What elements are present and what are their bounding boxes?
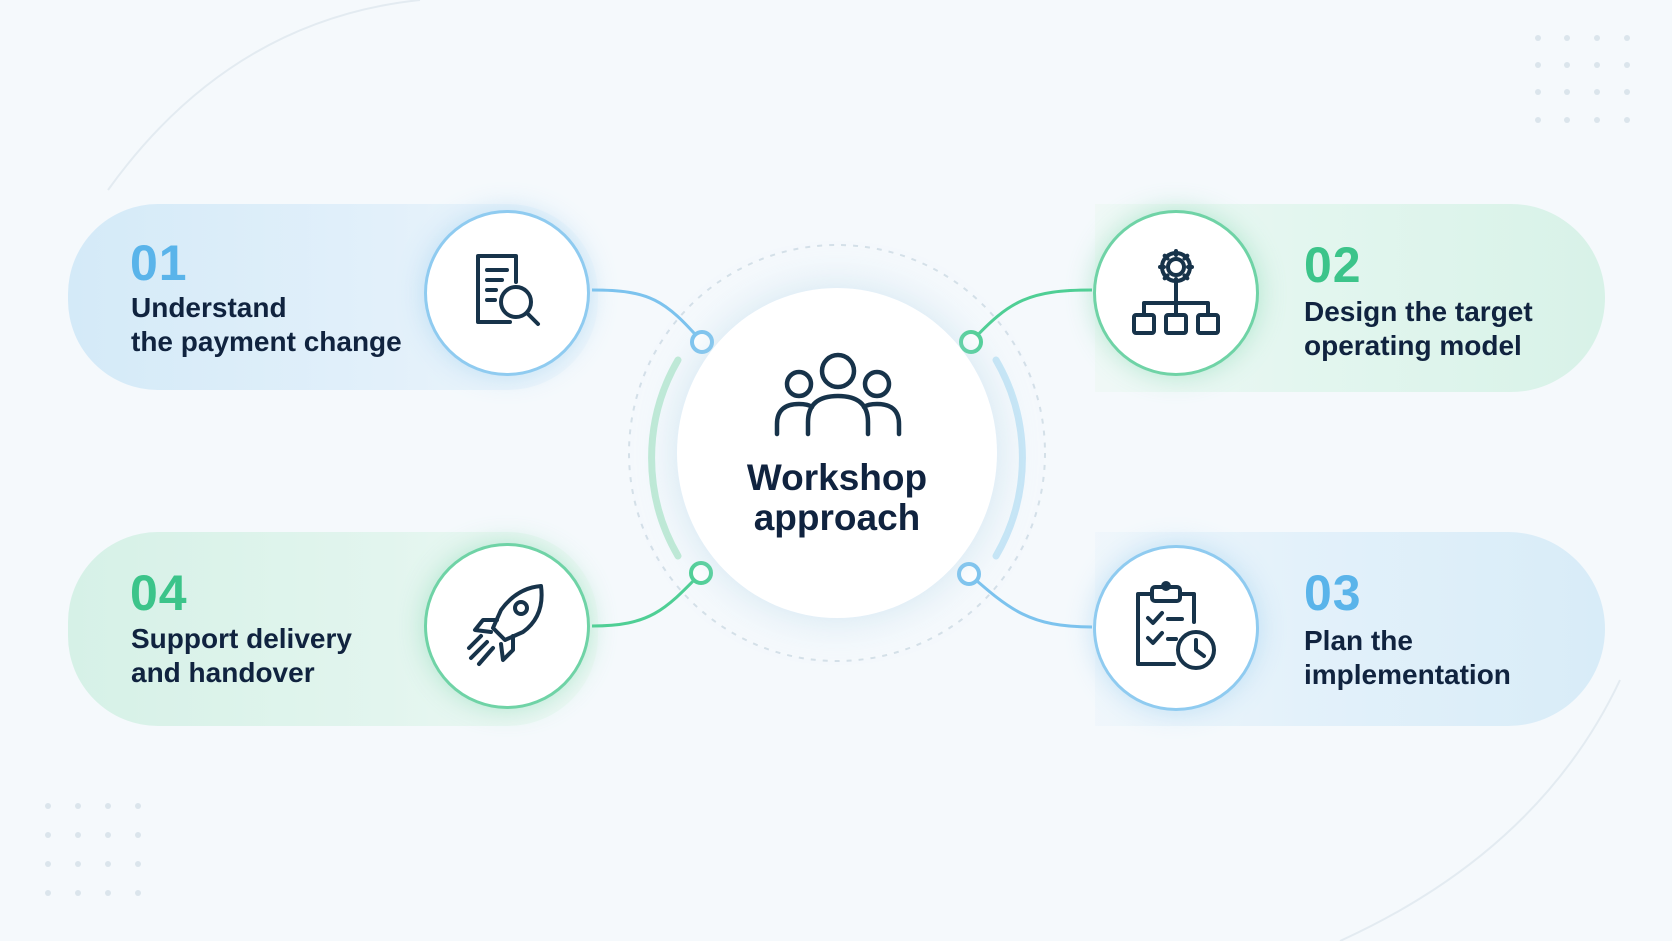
connector-step-3	[968, 572, 1093, 629]
step-1-number: 01	[130, 235, 188, 291]
connector-step-2	[969, 288, 1093, 344]
center-title: Workshop approach	[677, 458, 997, 538]
right-arc	[992, 356, 1026, 560]
center-title-line2: approach	[753, 497, 921, 538]
step-1-icon-circle	[424, 210, 590, 376]
dashed-ring	[628, 244, 1046, 662]
clipboard-clock-icon	[1136, 581, 1216, 670]
rocket-icon	[467, 584, 544, 666]
step-2-number: 02	[1304, 237, 1362, 293]
step-2-label-line1: Design the target	[1304, 296, 1533, 327]
step-3-label-line1: Plan the	[1304, 625, 1413, 656]
connector-step-1	[591, 288, 704, 343]
step-3-label-line2: implementation	[1304, 659, 1511, 690]
dot-grid-bottom-left	[45, 803, 141, 896]
center-hub	[677, 288, 997, 618]
node-step-4	[689, 561, 713, 585]
node-step-3	[957, 562, 981, 586]
step-2-label-line2: operating model	[1304, 330, 1522, 361]
gear-hierarchy-icon	[1132, 249, 1220, 335]
step-3-number: 03	[1304, 565, 1362, 621]
node-step-2	[959, 330, 983, 354]
connector-step-4	[591, 571, 703, 628]
step-1-label-line2: the payment change	[131, 326, 402, 357]
node-step-1	[690, 330, 714, 354]
step-4-icon-circle	[424, 543, 590, 709]
step-2-icon-circle	[1093, 210, 1259, 376]
dot-grid-top-right	[1535, 35, 1630, 123]
step-4-label-line1: Support delivery	[131, 623, 352, 654]
document-search-icon	[476, 254, 540, 326]
step-4-label-line2: and handover	[131, 657, 315, 688]
step-3-label: Plan the implementation	[1304, 624, 1511, 692]
step-3-icon-circle	[1093, 545, 1259, 711]
step-4-label: Support delivery and handover	[131, 622, 352, 690]
step-1-label-line1: Understand	[131, 292, 287, 323]
step-1-label: Understand the payment change	[131, 291, 402, 359]
step-2-label: Design the target operating model	[1304, 295, 1533, 363]
step-4-number: 04	[130, 565, 188, 621]
left-arc	[648, 356, 682, 560]
center-title-line1: Workshop	[746, 457, 928, 498]
